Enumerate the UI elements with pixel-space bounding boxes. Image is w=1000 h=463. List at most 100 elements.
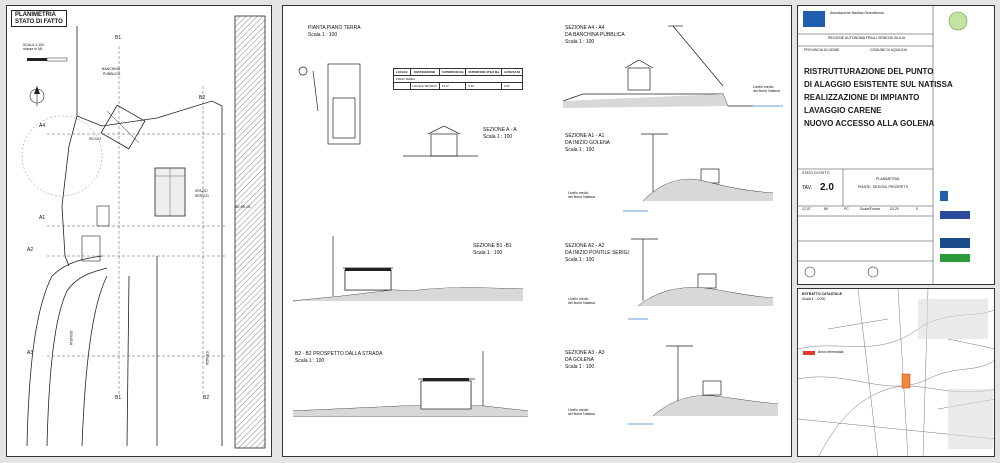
cell-4: 20.20 [890, 207, 899, 211]
plan-scale: SCALA 1:100 misure in ML [23, 43, 45, 52]
table-header: SUPERFICIE UTILE Mq [465, 68, 502, 76]
label-strada: STRADA [205, 350, 210, 366]
cell-5: 0 [916, 207, 918, 211]
table-row: LOCALE TECNICO 12,07 9,60 2,50 [393, 82, 524, 90]
label-golena: GOLENA [69, 330, 74, 346]
cell-2: PC [844, 207, 849, 211]
sezioni-drawing [292, 25, 783, 425]
project-title-line-3: REALIZZAZIONE DI IMPIANTO [804, 93, 920, 102]
sheet-title: PLANIMETRIA [876, 177, 900, 181]
prospetto-b2-title: B2 - B2 PROSPETTO DALLA STRADA [295, 351, 383, 357]
table-header-row: LOCALE DESTINAZIONE SUPERFICIE Mq SUPERF… [393, 68, 524, 76]
project-title-line-2: DI ALAGGIO ESISTENTE SUL NATISSA [804, 80, 953, 89]
sezione-a2-title: SEZIONE A2 - A2 [565, 243, 605, 249]
label-a3: A3 [27, 350, 34, 356]
estratto-scale: Scala 1 : 4.000 [802, 297, 826, 301]
regione: REGIONE AUTONOMA FRIULI VENEZIA GIULIA [828, 36, 906, 40]
estratto-map [798, 289, 994, 456]
planimetria-drawing [21, 15, 266, 449]
planimetria-panel: PLANIMETRIA STATO DI FATTO SCALA 1:100 m… [6, 5, 272, 457]
label-servizi: SERVIZI [195, 194, 209, 198]
title-block: Associazione Nautica Serenissima REGIONE… [797, 5, 995, 285]
sezione-a4-sub: DA BANCHINA PUBBLICA [565, 32, 625, 38]
table-cell: 2,50 [500, 82, 524, 90]
table-cell: 12,07 [438, 82, 467, 90]
sezione-a1-title: SEZIONE A1 - A1 [565, 133, 605, 139]
tav-number: 2.0 [820, 182, 834, 193]
estratto-legend: Area interessata [818, 350, 844, 354]
livello-a3-line2: del fiume Natissa [568, 411, 595, 416]
livello-a3: Livello medio del fiume Natissa [568, 408, 595, 417]
label-b1-top: B1 [115, 35, 122, 41]
sezione-a2-scale: Scala 1 : 100 [565, 257, 595, 263]
table-row-title: PIANO TERRA [392, 75, 524, 83]
sheet-subtitle: PIANTE, SEZIONI, PROSPETTI [858, 185, 909, 189]
project-title-line-4: LAVAGGIO CARENE [804, 106, 882, 115]
label-banchina: BANCHINA [102, 67, 121, 71]
livello-a1-line2: del fiume Natissa [568, 194, 595, 199]
superfici-table: LOCALE DESTINAZIONE SUPERFICIE Mq SUPERF… [392, 68, 524, 90]
label-b2-bottom: B2 [203, 395, 210, 401]
title-block-frame [798, 6, 970, 284]
table-header: LOCALE [393, 68, 411, 76]
livello-a2-line2: del fiume Natissa [568, 300, 595, 305]
sezione-a3-scale: Scala 1 : 100 [565, 364, 595, 370]
label-piccio: PICCIO [89, 137, 102, 141]
label-b1-bottom: B1 [115, 395, 122, 401]
cell-0: 12,07 [802, 207, 811, 211]
estratto-catastale-panel: ESTRATTO CATASTALE Scala 1 : 4.000 Area … [797, 288, 995, 457]
sezione-a1-sub: DA INIZIO GOLENA [565, 140, 611, 146]
plan-title-line1: PLANIMETRIA [15, 12, 56, 18]
livello-a2-line1: Livello medio [568, 297, 589, 301]
sezione-a4-scale: Scala 1 : 100 [565, 39, 595, 45]
org-logo [803, 11, 825, 27]
prospetto-b2-scale: Scala 1 : 100 [295, 358, 325, 364]
cell-1: 89 [824, 207, 828, 211]
livello-a4-line2: del fiume Natissa [753, 88, 780, 93]
sezioni-panel: PIANTA PIANO TERRA Scala 1 : 100 LOCALE … [282, 5, 792, 457]
sezione-a3-title: SEZIONE A3 - A3 [565, 350, 605, 356]
livello-a1-line1: Livello medio [568, 191, 589, 195]
sezione-a2-sub: DA INIZIO PONTILE SERIGI [565, 250, 629, 256]
legend-swatch [803, 351, 815, 355]
label-spazio: SPAZIO [195, 189, 208, 193]
livello-a4: Livello medio del fiume Natissa [753, 85, 780, 94]
table-cell [393, 82, 411, 90]
livello-a2: Livello medio del fiume Natissa [568, 297, 595, 306]
estratto-title: ESTRATTO CATASTALE [802, 292, 842, 296]
table-header: DESTINAZIONE [409, 68, 440, 76]
sezione-a4-title: SEZIONE A4 - A4 [565, 25, 605, 31]
tav-label: TAV. [802, 185, 812, 191]
table-header: ALTEZZA Ml [500, 68, 524, 76]
plan-scale-line1: SCALA 1:100 [23, 43, 45, 47]
provincia: PROVINCIA DI UDINE [804, 48, 840, 52]
hatched-building-strip [234, 15, 266, 449]
label-b2-top: B2 [199, 95, 206, 101]
label-pubblica: PUBBLICA [103, 72, 121, 76]
sezione-bb1-scale: Scala 1 : 100 [473, 250, 503, 256]
livello-a3-line1: Livello medio [568, 408, 589, 412]
org-name: Associazione Nautica Serenissima [830, 11, 884, 15]
label-a1: A1 [39, 215, 46, 221]
pianta-title: PIANTA PIANO TERRA [308, 25, 361, 31]
plan-scale-line2: misure in ML [23, 46, 44, 51]
livello-a1: Livello medio del fiume Natissa [568, 191, 595, 200]
table-row: PIANO TERRA [392, 75, 524, 83]
sezione-aa-title: SEZIONE A - A [483, 127, 517, 133]
stato-label: STATO DI FATTO [802, 171, 830, 175]
table-cell: 9,60 [465, 82, 502, 90]
sezione-aa-scale: Scala 1 : 100 [483, 134, 513, 140]
sezione-a1-scale: Scala 1 : 100 [565, 147, 595, 153]
project-title-line-1: RISTRUTTURAZIONE DEL PUNTO [804, 67, 934, 76]
label-sereol: SE.RE.OL [235, 205, 252, 209]
project-title-line-5: NUOVO ACCESSO ALLA GOLENA [804, 119, 935, 128]
table-header: SUPERFICIE Mq [438, 68, 467, 76]
plan-title-box: PLANIMETRIA STATO DI FATTO [11, 10, 67, 28]
label-a2: A2 [27, 247, 34, 253]
area-marker [901, 373, 911, 389]
sezione-bb1-title: SEZIONE B1 -B1 [473, 243, 512, 249]
cell-3: Scala/Forma [860, 207, 880, 211]
comune: COMUNE DI AQUILEIA [870, 48, 907, 52]
livello-a4-line1: Livello medio [753, 85, 774, 89]
sezione-a3-sub: DA GOLENA [565, 357, 594, 363]
